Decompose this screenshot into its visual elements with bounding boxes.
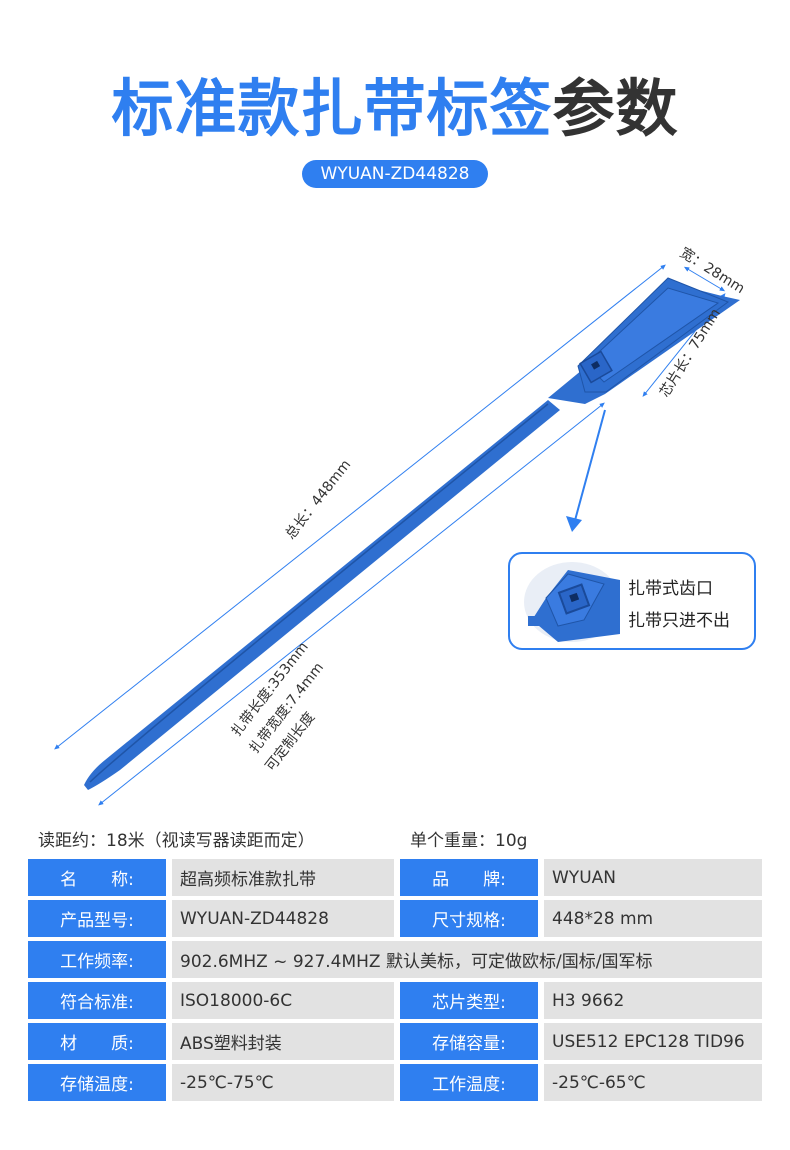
spec-label: 存储容量: bbox=[400, 1023, 544, 1060]
spec-table: 名 称: 超高频标准款扎带 品 牌: WYUAN 产品型号: WYUAN-ZD4… bbox=[28, 855, 762, 1105]
spec-value: 902.6MHZ ~ 927.4MHZ 默认美标，可定做欧标/国标/国军标 bbox=[172, 941, 762, 978]
table-row: 符合标准: ISO18000-6C 芯片类型: H3 9662 bbox=[28, 982, 762, 1019]
read-distance: 读距约：18米（视读写器读距而定） bbox=[38, 831, 315, 851]
width-dimension-line bbox=[683, 266, 726, 292]
table-row: 产品型号: WYUAN-ZD44828 尺寸规格: 448*28 mm bbox=[28, 900, 762, 937]
spec-value: ISO18000-6C bbox=[172, 982, 400, 1019]
feature-callout: 扎带式齿口 扎带只进不出 bbox=[508, 552, 756, 650]
tag-head bbox=[548, 277, 740, 404]
spec-value: WYUAN-ZD44828 bbox=[172, 900, 400, 937]
spec-value: 448*28 mm bbox=[544, 900, 762, 937]
spec-value: 超高频标准款扎带 bbox=[172, 859, 400, 896]
spec-value: WYUAN bbox=[544, 859, 762, 896]
page-title: 标准款扎带标签参数 bbox=[0, 58, 790, 148]
strap-length-dimension-line bbox=[98, 402, 605, 806]
spec-label: 名 称: bbox=[28, 859, 172, 896]
spec-value: -25℃-75℃ bbox=[172, 1064, 400, 1101]
table-row: 名 称: 超高频标准款扎带 品 牌: WYUAN bbox=[28, 859, 762, 896]
callout-feature-1: 扎带式齿口 bbox=[628, 579, 713, 599]
product-diagram: 宽：28mm 芯片长：75mm 总长：448mm 扎带长度:353mm 扎带宽度… bbox=[54, 244, 748, 806]
info-row: 读距约：18米（视读写器读距而定） 单个重量：10g bbox=[38, 826, 527, 851]
spec-label: 工作温度: bbox=[400, 1064, 544, 1101]
unit-weight: 单个重量：10g bbox=[410, 831, 528, 851]
total-length-label: 总长：448mm bbox=[283, 457, 355, 542]
table-row: 材 质: ABS塑料封装 存储容量: USE512 EPC128 TID96 bbox=[28, 1023, 762, 1060]
table-row: 存储温度: -25℃-75℃ 工作温度: -25℃-65℃ bbox=[28, 1064, 762, 1101]
locking-head-thumbnail bbox=[524, 562, 620, 642]
strap bbox=[84, 400, 560, 790]
spec-label: 尺寸规格: bbox=[400, 900, 544, 937]
title-highlight: 标准款扎带标签 bbox=[111, 72, 553, 145]
total-length-dimension-line bbox=[54, 264, 666, 750]
spec-label: 工作频率: bbox=[28, 941, 172, 978]
table-row: 工作频率: 902.6MHZ ~ 927.4MHZ 默认美标，可定做欧标/国标/… bbox=[28, 941, 762, 978]
title-suffix: 参数 bbox=[552, 72, 679, 145]
spec-label: 存储温度: bbox=[28, 1064, 172, 1101]
spec-value: -25℃-65℃ bbox=[544, 1064, 762, 1101]
spec-label: 芯片类型: bbox=[400, 982, 544, 1019]
spec-label: 品 牌: bbox=[400, 859, 544, 896]
spec-value: H3 9662 bbox=[544, 982, 762, 1019]
callout-pointer-arrow bbox=[573, 409, 606, 525]
spec-label: 材 质: bbox=[28, 1023, 172, 1060]
model-badge: WYUAN-ZD44828 bbox=[302, 160, 488, 188]
spec-label: 产品型号: bbox=[28, 900, 172, 937]
spec-label: 符合标准: bbox=[28, 982, 172, 1019]
spec-value: ABS塑料封装 bbox=[172, 1023, 400, 1060]
spec-value: USE512 EPC128 TID96 bbox=[544, 1023, 762, 1060]
callout-feature-2: 扎带只进不出 bbox=[628, 611, 730, 631]
